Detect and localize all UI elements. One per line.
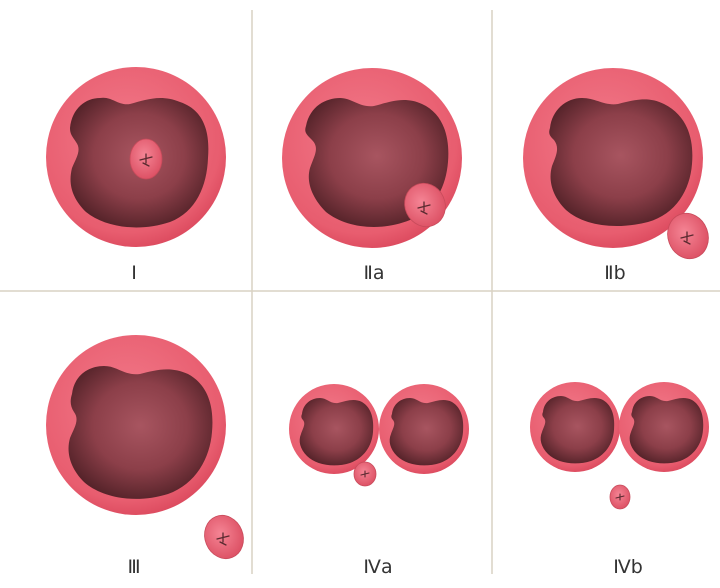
sac-cavity-right bbox=[390, 398, 464, 465]
sac-cavity-right bbox=[630, 396, 704, 463]
panel-label-IVa: Ⅳa bbox=[363, 556, 392, 578]
panel-label-III: Ⅲ bbox=[127, 556, 140, 578]
sac-cavity bbox=[69, 366, 213, 499]
panel-label-IIa: Ⅱa bbox=[364, 262, 385, 284]
panel-label-IVb: Ⅳb bbox=[613, 556, 643, 578]
panel-label-IIb: Ⅱb bbox=[604, 262, 625, 284]
sac-panel-IVb bbox=[530, 382, 709, 509]
sac-panel-IIa bbox=[282, 68, 462, 248]
sac-panel-I bbox=[46, 67, 226, 247]
sac-panel-IVa bbox=[289, 384, 469, 486]
sac-cavity-left bbox=[541, 396, 615, 463]
sac-panel-III bbox=[46, 335, 250, 565]
sac-cavity bbox=[549, 98, 692, 226]
sac-cavity-left bbox=[300, 398, 374, 465]
sac-panel-IIb bbox=[523, 68, 715, 264]
panel-label-I: Ⅰ bbox=[131, 262, 137, 284]
